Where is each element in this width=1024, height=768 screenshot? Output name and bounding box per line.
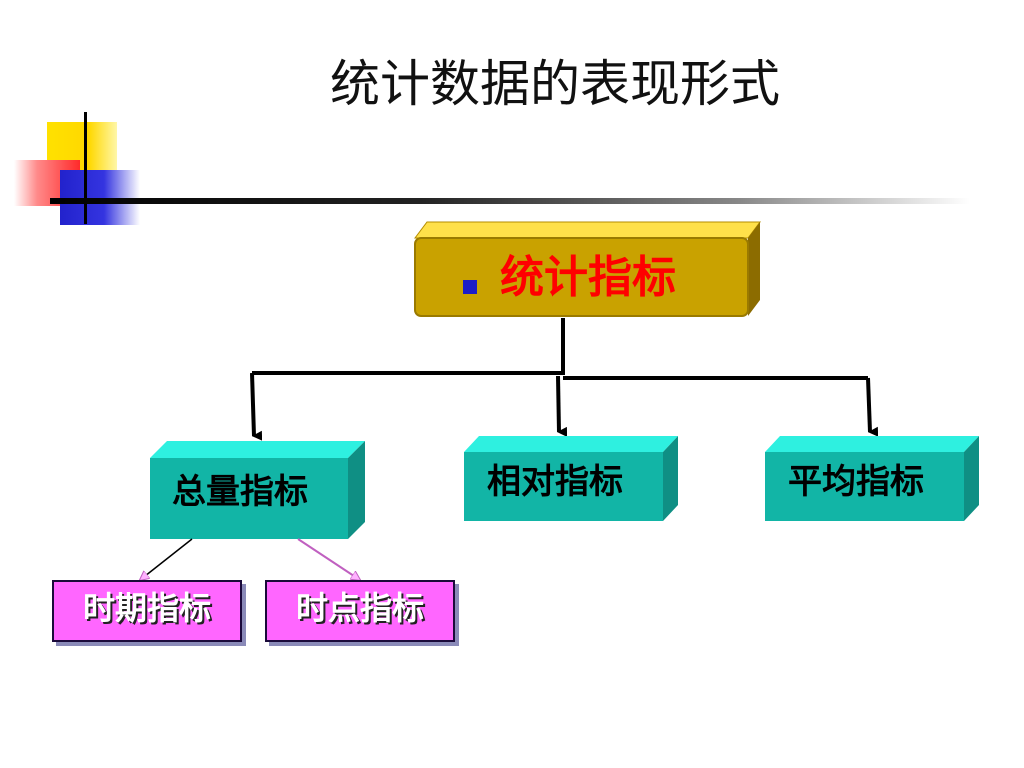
connectors	[250, 318, 879, 441]
decor-vertical-line	[84, 112, 87, 224]
child-node-average	[765, 436, 979, 521]
root-label: 统计指标	[500, 252, 676, 303]
slide-title: 统计数据的表现形式	[330, 55, 780, 113]
child-node-total	[150, 441, 365, 539]
sub-label-period: 时期指标	[82, 589, 211, 627]
child-label-relative: 相对指标	[487, 462, 623, 502]
child-label-total: 总量指标	[172, 472, 308, 512]
root-node	[414, 221, 761, 317]
sub-connectors	[140, 538, 360, 580]
title-underline	[50, 198, 970, 204]
sub-label-point: 时点指标	[295, 589, 424, 627]
sub-node-period	[52, 580, 242, 642]
child-label-average: 平均指标	[788, 462, 924, 502]
sub-node-point	[265, 580, 455, 642]
child-node-relative	[464, 436, 678, 521]
decor-blue-square	[60, 170, 140, 225]
bullet-square-icon	[463, 280, 477, 294]
